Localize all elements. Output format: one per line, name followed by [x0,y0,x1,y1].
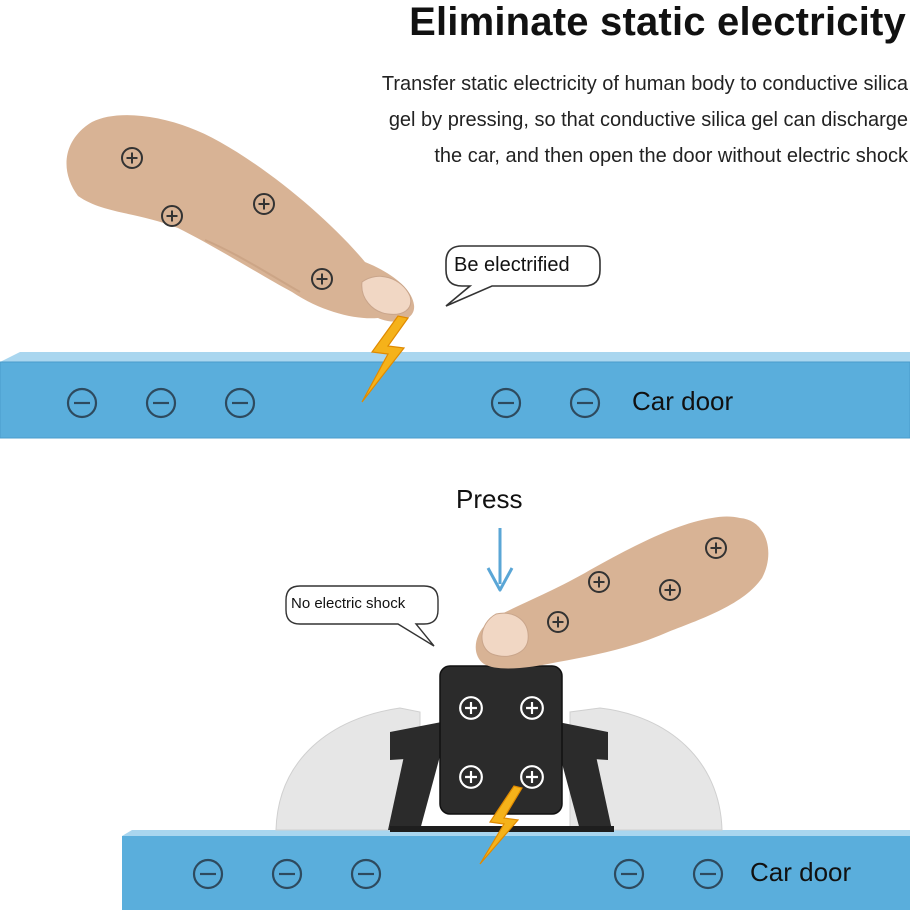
silica-gel-dome-left [275,707,421,831]
arrow-down-icon [486,528,514,592]
bubble-text-no-electric-shock: No electric shock [291,595,406,612]
top-scene [0,115,910,439]
speech-bubble-top [445,245,601,307]
bottom-scene [122,516,910,910]
car-door-label-top: Car door [632,386,734,416]
description-line-3: the car, and then open the door without … [434,145,908,167]
car-door-slab-top [0,352,910,439]
lightning-bolt-icon [361,315,410,403]
conductive-silica-device [439,665,563,815]
description: Transfer static electricity of human bod… [288,66,908,174]
car-door-slab-bottom [122,830,910,910]
speech-bubble-bottom [285,585,439,647]
description-line-1: Transfer static electricity of human bod… [381,73,908,95]
page-title: Eliminate static electricity [409,0,906,44]
car-door-label-bottom: Car door [750,857,852,887]
lightning-bolt-icon [479,785,523,865]
finger-icon [475,516,769,669]
description-line-2: gel by pressing, so that conductive sili… [388,109,908,131]
press-label: Press [456,484,523,514]
bubble-text-be-electrified: Be electrified [454,254,570,276]
finger-icon [66,115,415,322]
